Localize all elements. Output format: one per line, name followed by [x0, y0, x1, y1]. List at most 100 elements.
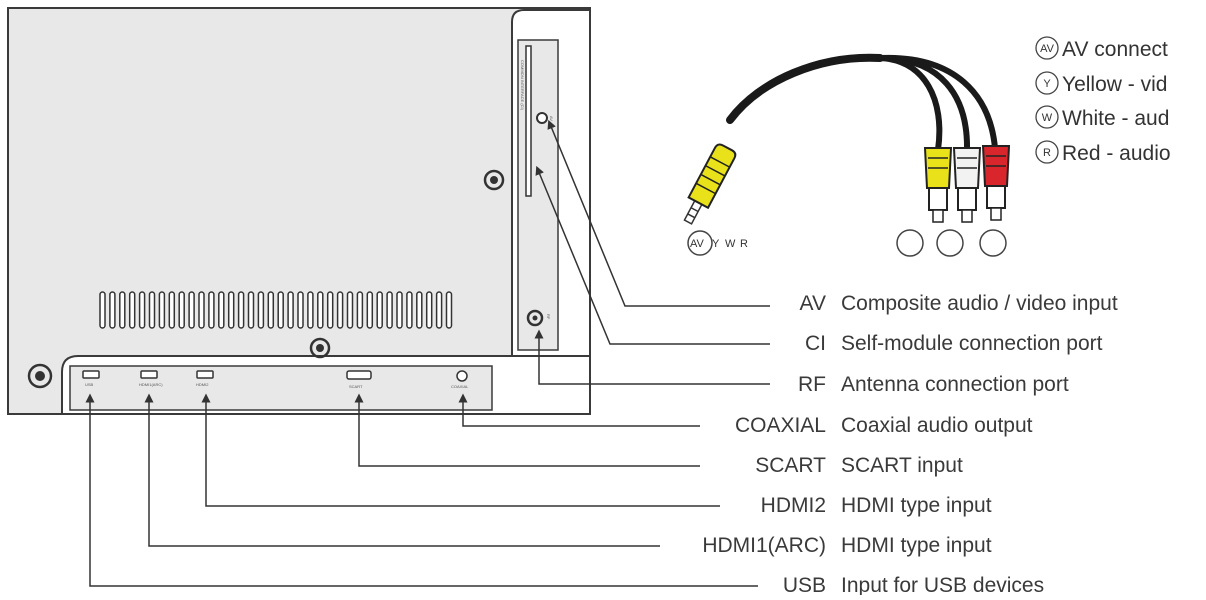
- coaxial-port-icon: [456, 370, 468, 382]
- plug-label-w: W: [725, 238, 736, 250]
- callout-name-hdmi2: HDMI2: [761, 494, 826, 517]
- vent-slot: [158, 291, 166, 329]
- rf-jack-label: RF: [546, 314, 551, 320]
- callout-name-ci: CI: [805, 332, 826, 355]
- rca-plug-white-icon: [952, 147, 982, 223]
- callout-desc-hdmi2: HDMI type input: [841, 494, 992, 517]
- vent-slot: [128, 291, 136, 329]
- vent-slot: [178, 291, 185, 329]
- callout-desc-scart: SCART input: [841, 454, 963, 477]
- cable-wire-red: [877, 54, 998, 151]
- leader-line-usb: [85, 393, 758, 587]
- vent-slot: [317, 291, 324, 329]
- vent-slot: [366, 291, 374, 329]
- ci-slot-label: COMMON INTERFACE (CI): [520, 60, 525, 111]
- legend-text: AV connect: [1062, 38, 1168, 61]
- vent-slot: [119, 291, 126, 329]
- legend-text: White - aud: [1062, 107, 1169, 130]
- vent-slot: [257, 291, 265, 329]
- vent-slot: [138, 291, 146, 329]
- plug-label-y: Y: [712, 238, 720, 250]
- vent-slot: [297, 291, 304, 329]
- 3.5mm-plug-icon: [683, 143, 737, 225]
- vent-slot: [406, 291, 413, 329]
- screw-icon: [27, 363, 53, 389]
- leader-line-coaxial: [458, 393, 700, 427]
- plug-label-circle-white: [936, 229, 964, 257]
- legend-item: R Red - audio: [1035, 140, 1171, 165]
- callout-desc-rf: Antenna connection port: [841, 373, 1069, 396]
- av-jack-label: AV: [549, 116, 554, 121]
- av-jack-icon: [536, 112, 548, 124]
- leader-line-hdmi1: [144, 393, 660, 547]
- rca-plug-red-icon: [981, 145, 1011, 221]
- legend: AV AV connect Y Yellow - vid W White - a…: [1035, 36, 1171, 165]
- vent-slot: [218, 291, 225, 329]
- vent-slot: [188, 291, 195, 329]
- leader-lines: [85, 119, 770, 587]
- vent-slot: [346, 291, 354, 329]
- vent-slot: [396, 291, 403, 329]
- rf-jack-icon: [526, 309, 544, 327]
- vent-slot: [425, 291, 433, 329]
- cable-wires: [726, 53, 998, 153]
- callout-name-coaxial: COAXIAL: [735, 414, 826, 437]
- vent-slot: [267, 291, 275, 329]
- rca-plug-yellow-icon: [923, 147, 953, 223]
- plug-label-circle-yellow: [896, 229, 924, 257]
- leader-line-ci: [535, 165, 770, 345]
- hdmi1-port-label: HDMI1(ARC): [139, 382, 163, 387]
- usb-port-label: USB: [85, 382, 94, 387]
- plug-label-av: AV: [690, 238, 705, 250]
- callout-name-av: AV: [800, 292, 826, 315]
- vent-grille: [99, 291, 453, 329]
- legend-item: Y Yellow - vid: [1035, 71, 1167, 96]
- vent-slot: [336, 291, 344, 329]
- legend-symbol-circle: [1035, 105, 1059, 129]
- callout-name-rf: RF: [798, 373, 826, 396]
- screw-icon: [309, 337, 331, 359]
- callout-name-hdmi1: HDMI1(ARC): [702, 534, 826, 557]
- plug-label-r: R: [740, 238, 748, 250]
- scart-port-icon: [346, 370, 372, 380]
- callout-name-scart: SCART: [755, 454, 826, 477]
- vent-slot: [237, 291, 245, 329]
- tv-back-panel: COMMON INTERFACE (CI) AV RF USB HDMI1(AR…: [7, 7, 591, 415]
- callout-desc-coaxial: Coaxial audio output: [841, 414, 1033, 437]
- callout-labels: AV Composite audio / video input CI Self…: [702, 292, 1118, 597]
- legend-symbol-circle: [1035, 140, 1059, 164]
- ci-slot: [525, 45, 532, 197]
- vent-slot: [416, 291, 423, 329]
- vent-slot: [99, 291, 106, 329]
- vent-slot: [247, 291, 255, 329]
- coaxial-port-label: COAXIAL: [451, 384, 469, 389]
- vent-slot: [435, 291, 443, 329]
- vent-slot: [277, 291, 284, 329]
- vent-slot: [109, 291, 116, 329]
- vent-slot: [386, 291, 393, 329]
- vent-slot: [208, 291, 215, 329]
- vent-slot: [287, 291, 294, 329]
- callout-desc-usb: Input for USB devices: [841, 574, 1044, 595]
- plug-label-circle-av: [687, 230, 713, 256]
- scart-port-label: SCART: [349, 384, 363, 389]
- legend-symbol-circle: [1035, 36, 1059, 60]
- leader-line-rf: [534, 329, 770, 385]
- callout-name-usb: USB: [783, 574, 826, 595]
- legend-text: Yellow - vid: [1062, 73, 1167, 96]
- plug-label-circle-red: [979, 229, 1007, 257]
- bottom-port-plate: [69, 365, 493, 411]
- legend-symbol: R: [1043, 147, 1051, 159]
- tv-main-body: [7, 7, 591, 415]
- screw-icon: [483, 169, 505, 191]
- hdmi2-port-label: HDMI2: [196, 382, 209, 387]
- vent-slot: [168, 291, 176, 329]
- legend-symbol: AV: [1040, 43, 1055, 55]
- callout-desc-av: Composite audio / video input: [841, 292, 1118, 315]
- vent-slot: [376, 291, 383, 329]
- legend-item: AV AV connect: [1035, 36, 1168, 61]
- usb-port-icon: [82, 370, 100, 379]
- leader-line-scart: [354, 393, 700, 467]
- legend-item: W White - aud: [1035, 105, 1169, 130]
